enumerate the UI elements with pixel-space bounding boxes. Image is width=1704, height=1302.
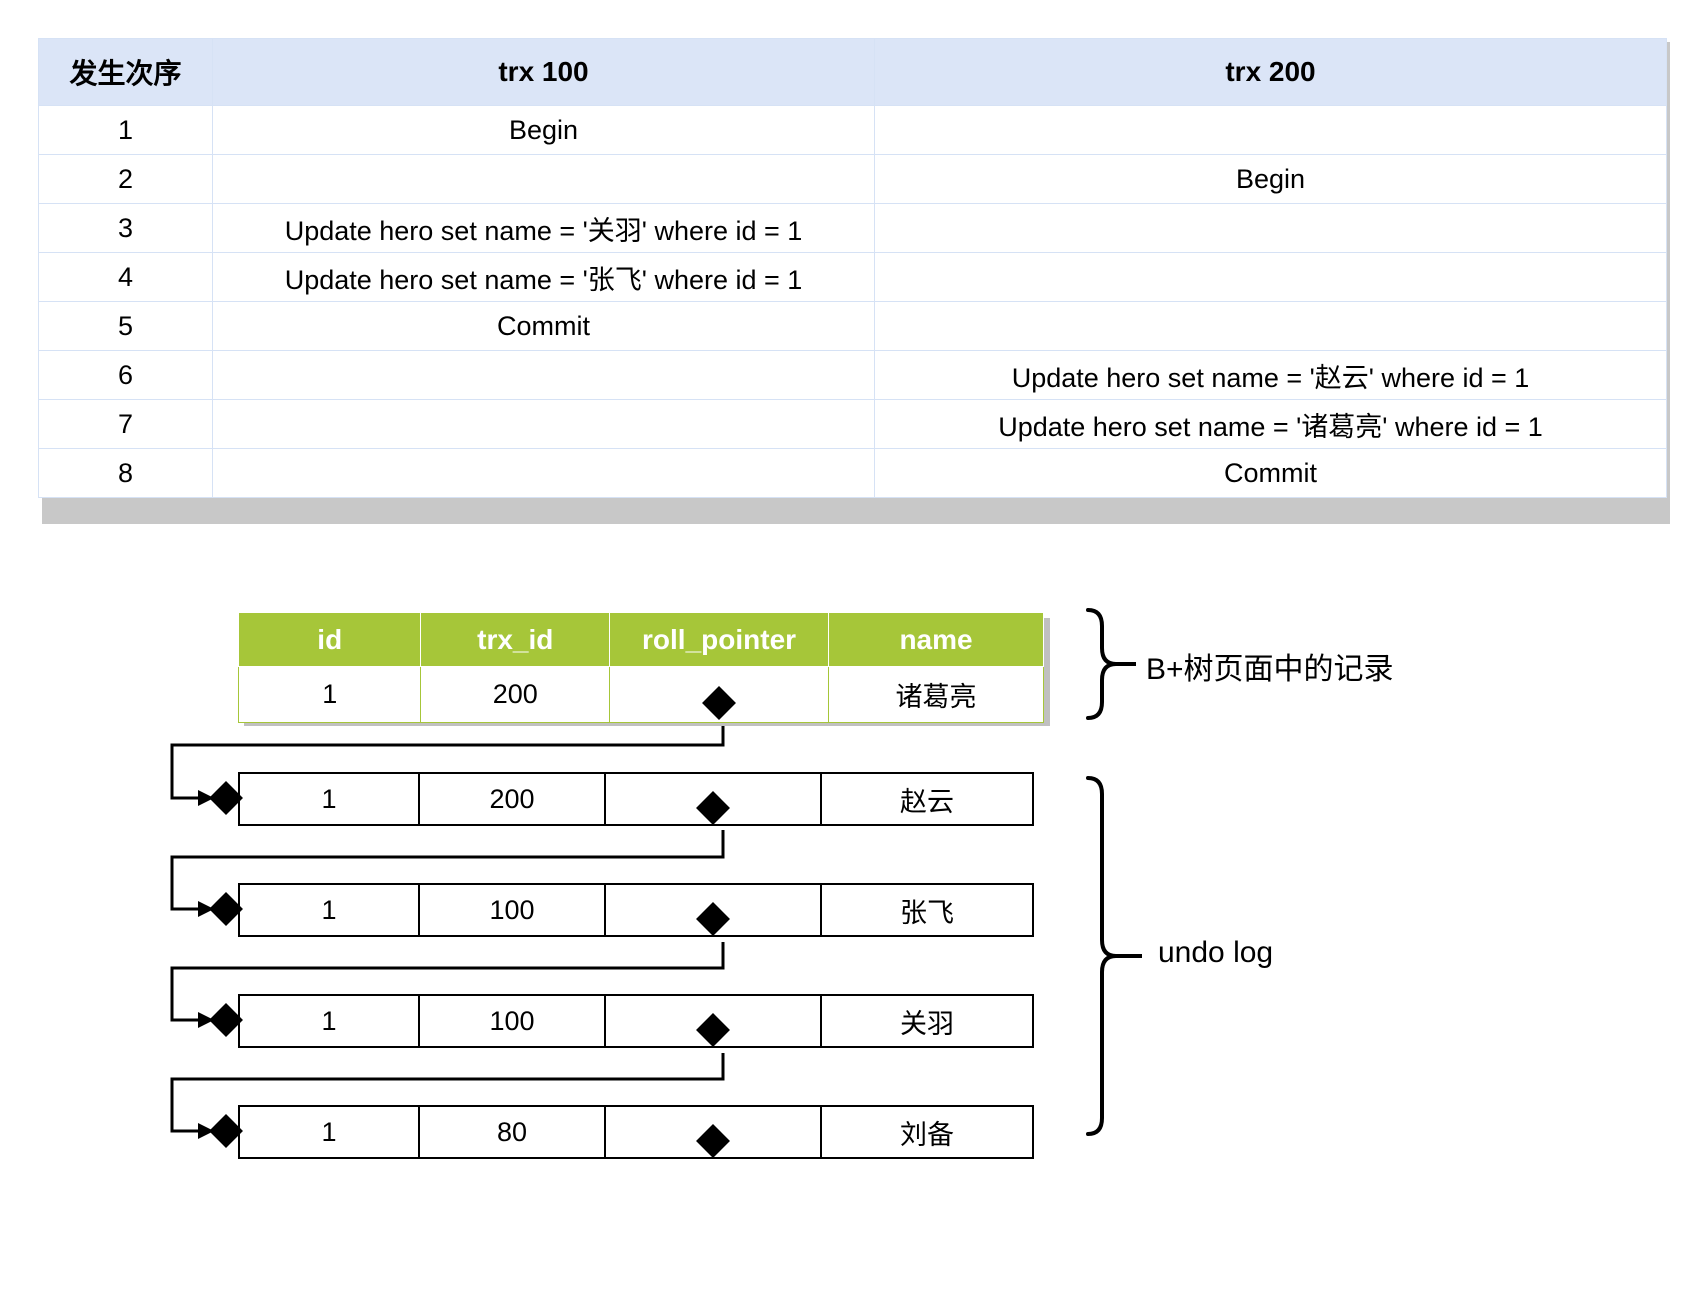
cell-sequence: 4 bbox=[38, 252, 213, 302]
table-row: 6 Update hero set name = '赵云' where id =… bbox=[38, 350, 1667, 400]
cell-name: 张飞 bbox=[820, 883, 1034, 937]
cell-trx200 bbox=[874, 252, 1667, 302]
cell-name: 赵云 bbox=[820, 772, 1034, 826]
cell-sequence: 8 bbox=[38, 448, 213, 498]
record-row-current: 1 200 诸葛亮 bbox=[237, 666, 1044, 723]
cell-trx100 bbox=[212, 448, 875, 498]
cell-sequence: 2 bbox=[38, 154, 213, 204]
undo-row: 1 200 赵云 bbox=[238, 772, 1034, 826]
header-trx-200: trx 200 bbox=[874, 38, 1667, 106]
cell-trx100: Begin bbox=[212, 105, 875, 155]
cell-trx-id: 100 bbox=[418, 994, 606, 1048]
cell-trx100 bbox=[212, 399, 875, 449]
table-row: 5 Commit bbox=[38, 301, 1667, 351]
cell-trx200 bbox=[874, 301, 1667, 351]
table-row: 2 Begin bbox=[38, 154, 1667, 204]
cell-trx200: Begin bbox=[874, 154, 1667, 204]
cell-sequence: 5 bbox=[38, 301, 213, 351]
cell-roll-pointer bbox=[609, 666, 830, 723]
record-header-row: id trx_id roll_pointer name bbox=[237, 612, 1044, 667]
cell-id: 1 bbox=[238, 883, 420, 937]
table-row: 4 Update hero set name = '张飞' where id =… bbox=[38, 252, 1667, 302]
cell-id: 1 bbox=[238, 1105, 420, 1159]
cell-trx-id: 80 bbox=[418, 1105, 606, 1159]
undo-record-table: 1 80 刘备 bbox=[238, 1105, 1034, 1159]
undo-log-label: undo log bbox=[1158, 936, 1274, 969]
cell-trx200 bbox=[874, 203, 1667, 253]
undo-record-table: 1 100 张飞 bbox=[238, 883, 1034, 937]
cell-sequence: 3 bbox=[38, 203, 213, 253]
cell-sequence: 1 bbox=[38, 105, 213, 155]
undo-row: 1 80 刘备 bbox=[238, 1105, 1034, 1159]
cell-trx200 bbox=[874, 105, 1667, 155]
cell-trx100: Update hero set name = '张飞' where id = 1 bbox=[212, 252, 875, 302]
undo-record-table: 1 100 关羽 bbox=[238, 994, 1034, 1048]
cell-trx200: Update hero set name = '赵云' where id = 1 bbox=[874, 350, 1667, 400]
cell-name: 刘备 bbox=[820, 1105, 1034, 1159]
trx-table: 发生次序 trx 100 trx 200 1 Begin 2 Begin 3 U… bbox=[38, 38, 1667, 498]
cell-id: 1 bbox=[238, 994, 420, 1048]
col-roll-pointer: roll_pointer bbox=[609, 612, 830, 667]
header-trx-100: trx 100 bbox=[212, 38, 875, 106]
cell-sequence: 7 bbox=[38, 399, 213, 449]
cell-trx200: Commit bbox=[874, 448, 1667, 498]
col-name: name bbox=[828, 612, 1044, 667]
table-header-row: 发生次序 trx 100 trx 200 bbox=[38, 38, 1667, 106]
table-row: 3 Update hero set name = '关羽' where id =… bbox=[38, 203, 1667, 253]
transaction-timeline-table: 发生次序 trx 100 trx 200 1 Begin 2 Begin 3 U… bbox=[38, 38, 1670, 524]
cell-roll-pointer bbox=[604, 883, 822, 937]
cell-id: 1 bbox=[237, 666, 422, 723]
cell-trx100 bbox=[212, 350, 875, 400]
table-row: 7 Update hero set name = '诸葛亮' where id … bbox=[38, 399, 1667, 449]
header-sequence: 发生次序 bbox=[38, 38, 213, 106]
table-row: 8 Commit bbox=[38, 448, 1667, 498]
cell-roll-pointer bbox=[604, 1105, 822, 1159]
cell-trx-id: 200 bbox=[418, 772, 606, 826]
version-chain-diagram: id trx_id roll_pointer name 1 200 诸葛亮 1 … bbox=[0, 540, 1704, 1302]
cell-trx100 bbox=[212, 154, 875, 204]
cell-name: 关羽 bbox=[820, 994, 1034, 1048]
cell-roll-pointer bbox=[604, 772, 822, 826]
undo-record-table: 1 200 赵云 bbox=[238, 772, 1034, 826]
undo-row: 1 100 张飞 bbox=[238, 883, 1034, 937]
cell-trx-id: 100 bbox=[418, 883, 606, 937]
btree-record-table: id trx_id roll_pointer name 1 200 诸葛亮 bbox=[237, 612, 1044, 723]
cell-trx-id: 200 bbox=[420, 666, 611, 723]
btree-record-label: B+树页面中的记录 bbox=[1146, 653, 1394, 686]
cell-trx100: Update hero set name = '关羽' where id = 1 bbox=[212, 203, 875, 253]
col-id: id bbox=[237, 612, 422, 667]
cell-id: 1 bbox=[238, 772, 420, 826]
cell-trx200: Update hero set name = '诸葛亮' where id = … bbox=[874, 399, 1667, 449]
cell-trx100: Commit bbox=[212, 301, 875, 351]
cell-roll-pointer bbox=[604, 994, 822, 1048]
undo-row: 1 100 关羽 bbox=[238, 994, 1034, 1048]
cell-sequence: 6 bbox=[38, 350, 213, 400]
col-trx-id: trx_id bbox=[420, 612, 611, 667]
table-row: 1 Begin bbox=[38, 105, 1667, 155]
cell-name: 诸葛亮 bbox=[828, 666, 1044, 723]
